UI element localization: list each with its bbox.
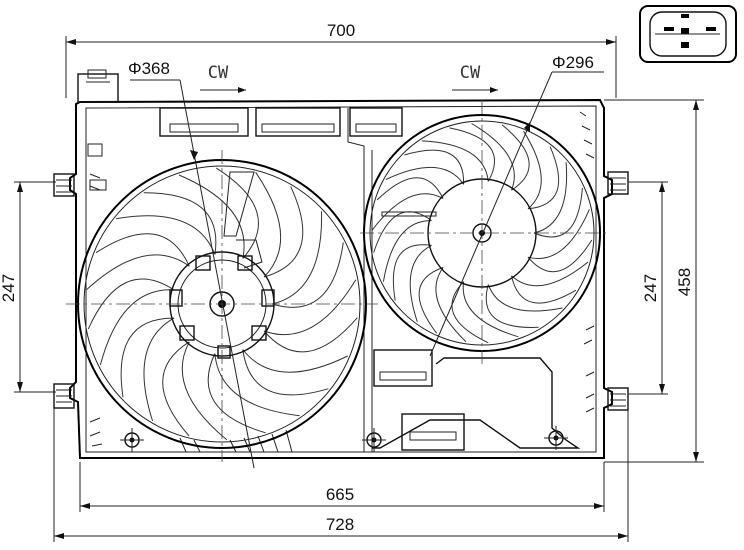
left-rotation-indicator: CW — [200, 63, 246, 93]
mount-right-bottom — [607, 387, 629, 411]
left-fan-blade — [271, 211, 344, 308]
dimension-top-width: 700 — [65, 21, 617, 98]
shroud-frame — [69, 98, 613, 459]
dimension-frame-width: 665 — [79, 462, 605, 512]
right-fan-blade — [373, 211, 432, 282]
dimension-665-label: 665 — [326, 485, 354, 504]
left-fan-blade — [120, 317, 175, 422]
right-fan-blade — [385, 149, 465, 185]
dimension-700-label: 700 — [327, 21, 355, 40]
left-diameter-callout: Φ368 — [128, 59, 255, 469]
right-fan-blade — [451, 281, 519, 344]
dimension-728-label: 728 — [326, 515, 354, 534]
left-fan-blade — [207, 353, 300, 434]
center-lines — [66, 100, 608, 462]
dimension-left-mount-spacing: 247 — [0, 181, 56, 393]
left-fan-blade — [162, 341, 228, 441]
right-fan-rotation-label: CW — [460, 63, 481, 83]
right-fan-blade — [392, 244, 432, 323]
dimension-247-right-label: 247 — [641, 274, 660, 302]
left-fan-blade — [263, 279, 358, 353]
mount-right-top — [607, 171, 629, 195]
top-slots — [159, 107, 465, 451]
right-fan-blade — [421, 127, 495, 182]
screw-boss-left — [120, 428, 144, 452]
screw-boss-middle — [362, 428, 386, 452]
left-fan-blade — [86, 233, 190, 290]
dimension-overall-width: 728 — [53, 408, 629, 542]
right-fan-blade — [418, 267, 467, 343]
right-fan-blade — [523, 130, 560, 210]
left-fan-blade — [87, 278, 175, 366]
left-fan-blade — [116, 192, 217, 255]
frame-connector — [77, 69, 119, 191]
dimension-right-mount-spacing: 247 — [628, 181, 668, 395]
right-fan-blade — [485, 284, 563, 328]
left-fan-blade — [242, 349, 348, 396]
right-fan-diameter-label: Φ296 — [552, 53, 594, 72]
mount-left-bottom — [53, 383, 75, 409]
right-rotation-indicator: CW — [452, 63, 498, 93]
left-fan-diameter-label: Φ368 — [128, 59, 170, 78]
right-fan-blade — [371, 177, 444, 231]
left-fan-blade — [255, 171, 304, 278]
connector-plug-icon — [639, 5, 737, 63]
right-fan-blade — [533, 162, 583, 238]
left-fan-rotation-label: CW — [208, 63, 229, 83]
right-fan-blade — [511, 261, 589, 304]
right-diameter-callout: Φ296 — [429, 53, 604, 357]
dimension-247-left-label: 247 — [0, 274, 18, 302]
screw-boss-right — [544, 426, 568, 450]
right-fan-blade — [471, 123, 530, 191]
right-fan-blade — [527, 209, 593, 273]
dimension-458-label: 458 — [675, 268, 694, 296]
left-fan-blade — [178, 167, 259, 259]
dimension-overall-height: 458 — [604, 99, 704, 463]
mount-left-top — [53, 173, 75, 197]
